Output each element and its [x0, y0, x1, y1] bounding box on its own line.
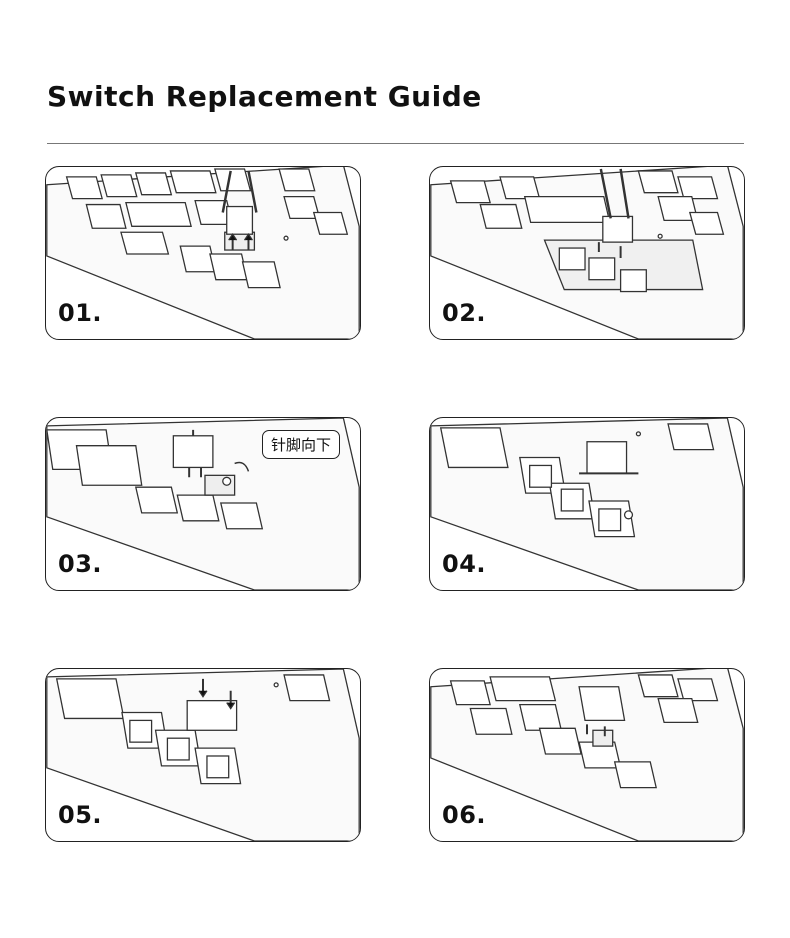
- guide-title: Switch Replacement Guide: [47, 80, 482, 113]
- step-number: 02.: [442, 299, 487, 327]
- keyboard-keycap-puller-illustration: [46, 167, 360, 339]
- reinstall-keycap-illustration: [430, 669, 744, 841]
- title-divider: [47, 143, 744, 144]
- step-2-panel: 02.: [429, 166, 745, 340]
- step-6-panel: 06.: [429, 668, 745, 842]
- step-number: 01.: [58, 299, 103, 327]
- step-number: 03.: [58, 550, 103, 578]
- press-switch-illustration: [46, 669, 360, 841]
- step-number: 05.: [58, 801, 103, 829]
- step-3-panel: 针脚向下 03.: [45, 417, 361, 591]
- step-1-panel: 01.: [45, 166, 361, 340]
- step-number: 06.: [442, 801, 487, 829]
- align-switch-illustration: [430, 418, 744, 590]
- pins-down-callout: 针脚向下: [261, 430, 340, 459]
- insert-switch-illustration: [46, 418, 360, 590]
- step-4-panel: 04.: [429, 417, 745, 591]
- keyboard-switch-puller-illustration: [430, 167, 744, 339]
- step-5-panel: 05.: [45, 668, 361, 842]
- step-number: 04.: [442, 550, 487, 578]
